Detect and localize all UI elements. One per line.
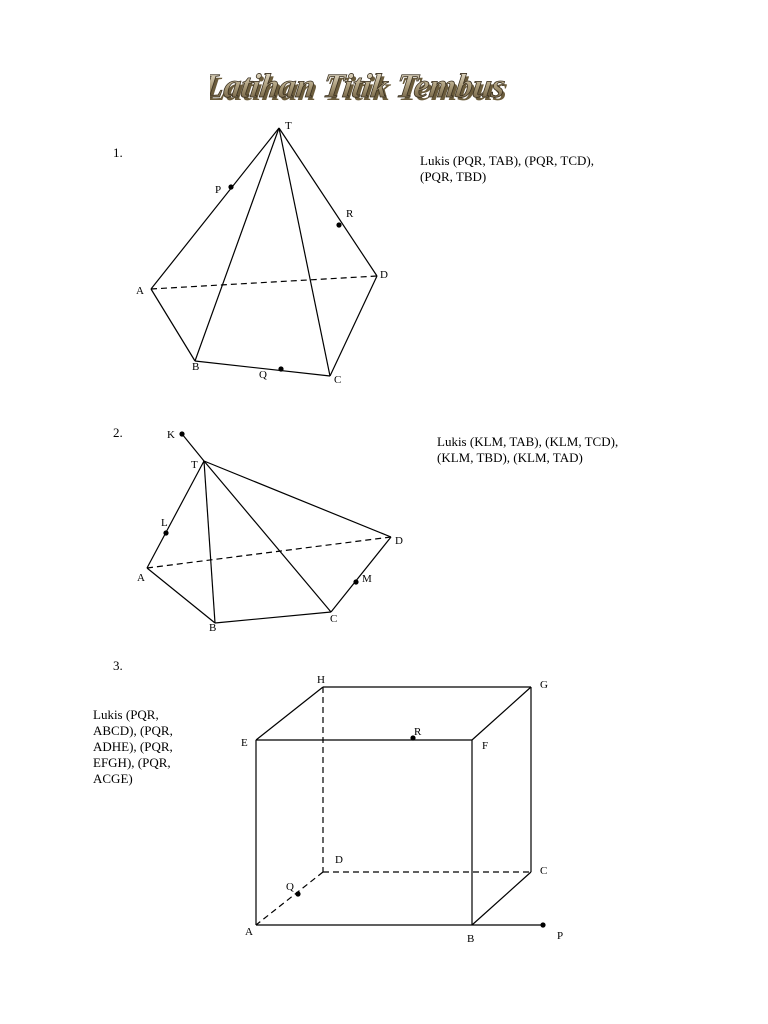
- problem-3-instruction-line-3: ADHE), (PQR,: [93, 739, 173, 754]
- problem-3-instruction-line-2: ABCD), (PQR,: [93, 723, 173, 738]
- problem-3-instruction: Lukis (PQR, ABCD), (PQR, ADHE), (PQR, EF…: [93, 707, 173, 787]
- p3-label-F: F: [482, 740, 488, 752]
- p3-label-E: E: [241, 737, 248, 749]
- problem-3-instruction-line-1: Lukis (PQR,: [93, 707, 159, 722]
- p2-label-T: T: [191, 459, 198, 471]
- p2-label-A: A: [137, 572, 145, 584]
- p1-label-R: R: [346, 208, 354, 220]
- p2-label-M: M: [362, 573, 372, 585]
- problem-2-instruction-line-1: Lukis (KLM, TAB), (KLM, TCD),: [437, 434, 619, 449]
- p2-label-C: C: [330, 613, 337, 625]
- p3-label-H: H: [317, 674, 325, 686]
- p3-label-G: G: [540, 679, 548, 691]
- p2-label-D: D: [395, 535, 403, 547]
- p3-label-B: B: [467, 933, 474, 945]
- p1-label-Q: Q: [259, 369, 267, 381]
- p2-label-L: L: [161, 517, 168, 529]
- problem-3-instruction-line-5: ACGE): [93, 771, 133, 786]
- p2-label-K: K: [167, 429, 175, 441]
- p1-label-P: P: [215, 184, 221, 196]
- p2-label-B: B: [209, 622, 216, 634]
- p1-label-A: A: [136, 285, 144, 297]
- problem-2-number: 2.: [113, 425, 123, 440]
- title-text: Latihan Titik Tembus: [210, 68, 508, 105]
- p1-label-D: D: [380, 269, 388, 281]
- problem-1-instruction-line-2: (PQR, TBD): [420, 169, 487, 184]
- p3-label-C: C: [540, 865, 547, 877]
- p3-label-R: R: [414, 726, 422, 738]
- problem-1-instruction: Lukis (PQR, TAB), (PQR, TCD), (PQR, TBD): [420, 153, 594, 185]
- problem-2-instruction: Lukis (KLM, TAB), (KLM, TCD), (KLM, TBD)…: [437, 434, 618, 466]
- title-wordart: Latihan Titik Tembus Latihan Titik Tembu…: [210, 68, 510, 108]
- p3-label-D: D: [335, 854, 343, 866]
- problem-1-instruction-line-1: Lukis (PQR, TAB), (PQR, TCD),: [420, 153, 594, 168]
- problem-1-number: 1.: [113, 145, 123, 160]
- p1-label-T: T: [285, 120, 292, 132]
- problem-3-instruction-line-4: EFGH), (PQR,: [93, 755, 171, 770]
- title-shadow: Latihan Titik Tembus: [210, 71, 510, 108]
- p3-label-Q: Q: [286, 881, 294, 893]
- problem-2-instruction-line-2: (KLM, TBD), (KLM, TAD): [437, 450, 583, 465]
- p1-label-B: B: [192, 361, 199, 373]
- p3-label-A: A: [245, 926, 253, 938]
- problem-3-number: 3.: [113, 658, 123, 673]
- p3-label-P: P: [557, 930, 563, 942]
- p1-label-C: C: [334, 374, 341, 386]
